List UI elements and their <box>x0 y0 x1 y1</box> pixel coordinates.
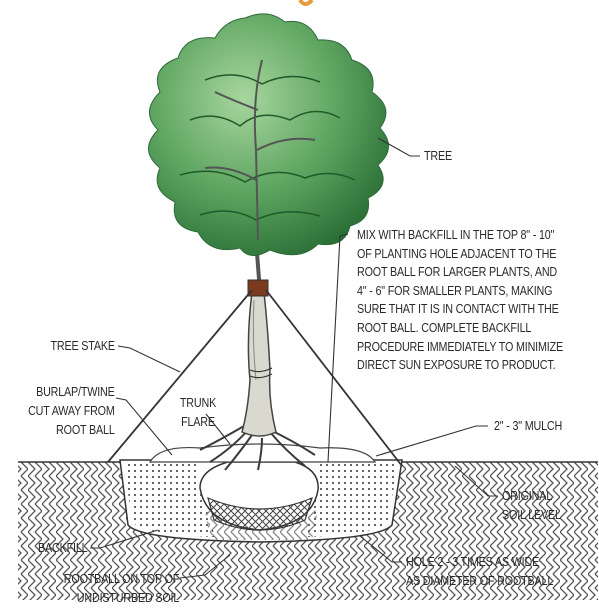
label-backfill: BACKFILL <box>38 539 87 558</box>
burlap-line: ROOT BALL <box>28 421 115 440</box>
mix-note-line: 4" - 6" FOR SMALLER PLANTS, MAKING <box>357 282 563 301</box>
mix-note-line: SURE THAT IT IS IN CONTACT WITH THE <box>357 300 563 319</box>
mix-note-line: DIRECT SUN EXPOSURE TO PRODUCT. <box>357 356 563 375</box>
mix-note-line: PROCEDURE IMMEDIATELY TO MINIMIZE <box>357 338 563 357</box>
hole-line: AS DIAMETER OF ROOTBALL <box>406 572 553 591</box>
rootball-line: ROOTBALL ON TOP OF <box>64 570 179 589</box>
hole-line: HOLE 2 - 3 TIMES AS WIDE <box>406 553 553 572</box>
label-original-soil: ORIGINAL SOIL LEVEL <box>502 487 561 525</box>
trunk-flare-line: FLARE <box>176 413 221 432</box>
tree-strap <box>248 280 268 296</box>
mix-note-line: OF PLANTING HOLE ADJACENT TO THE <box>357 245 563 264</box>
mix-note-line: ROOT BALL FOR LARGER PLANTS, AND <box>357 263 563 282</box>
original-soil-line: SOIL LEVEL <box>502 506 561 525</box>
rootball-line: UNDISTURBED SOIL <box>64 589 179 608</box>
label-mix-note: MIX WITH BACKFILL IN THE TOP 8" - 10" OF… <box>357 226 563 375</box>
label-trunk-flare: TRUNK FLARE <box>176 394 221 432</box>
title-fragment <box>300 0 312 4</box>
label-hole: HOLE 2 - 3 TIMES AS WIDE AS DIAMETER OF … <box>406 553 553 591</box>
tree-canopy <box>148 14 388 256</box>
mix-note-line: ROOT BALL. COMPLETE BACKFILL <box>357 319 563 338</box>
label-tree-stake: TREE STAKE <box>51 337 115 356</box>
burlap-line: CUT AWAY FROM <box>28 402 115 421</box>
trunk-flare-line: TRUNK <box>176 394 221 413</box>
mix-note-line: MIX WITH BACKFILL IN THE TOP 8" - 10" <box>357 226 563 245</box>
trunk <box>242 240 276 436</box>
burlap-line: BURLAP/TWINE <box>28 383 115 402</box>
label-burlap: BURLAP/TWINE CUT AWAY FROM ROOT BALL <box>28 383 115 440</box>
root-ball <box>200 462 318 530</box>
label-tree: TREE <box>424 147 452 166</box>
label-mulch: 2" - 3" MULCH <box>494 417 562 436</box>
original-soil-line: ORIGINAL <box>502 487 561 506</box>
label-rootball: ROOTBALL ON TOP OF UNDISTURBED SOIL <box>64 570 179 608</box>
